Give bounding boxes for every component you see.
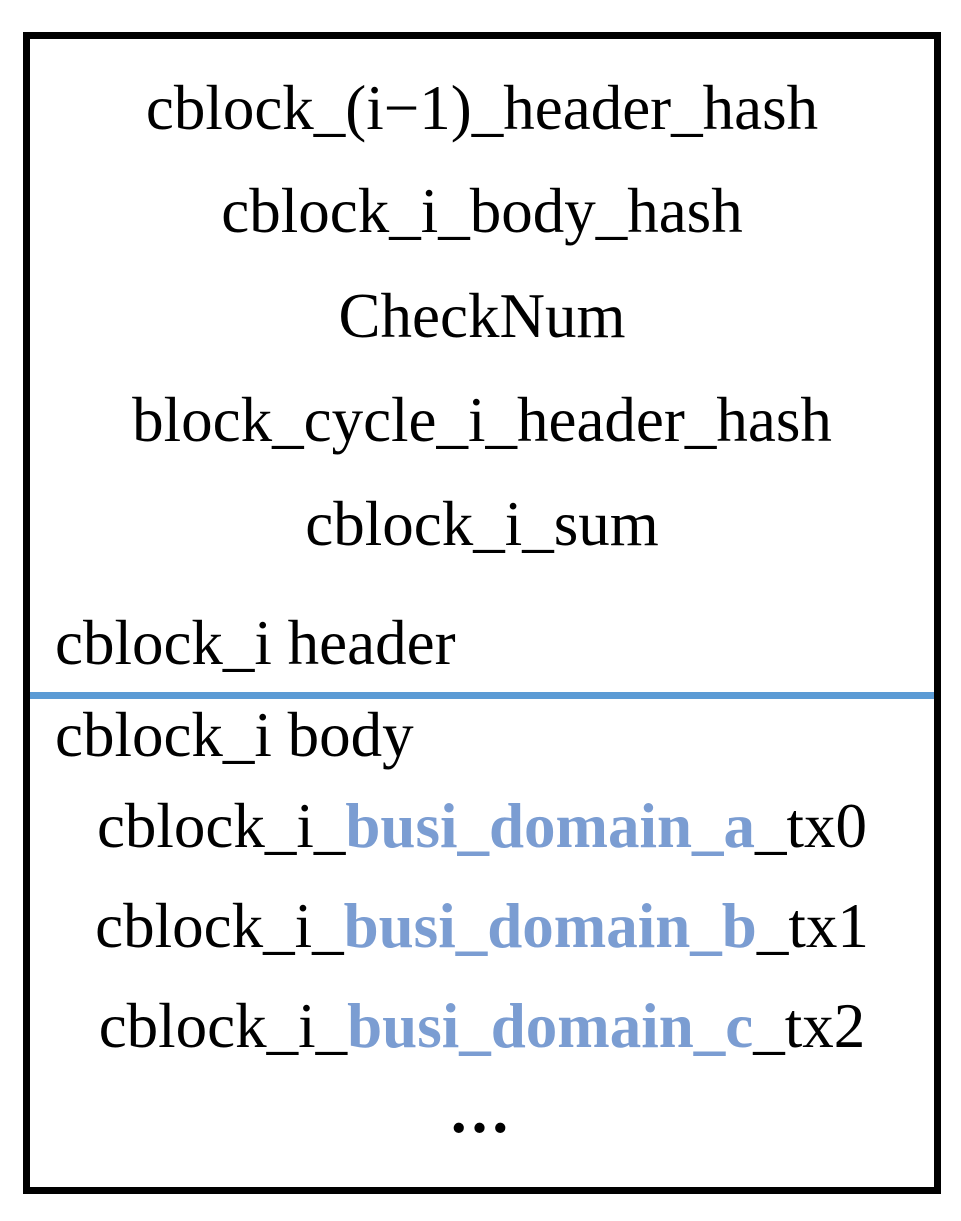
field-block-sum: cblock_i_sum	[305, 489, 659, 559]
tx-row-2: cblock_i_busi_domain_c_tx2	[30, 995, 934, 1058]
more-transactions-ellipsis: ...	[450, 1076, 514, 1146]
field-body-hash: cblock_i_body_hash	[221, 176, 743, 246]
tx-suffix: _tx1	[756, 891, 869, 961]
field-checknum: CheckNum	[338, 281, 626, 351]
tx-busi-domain: busi_domain_b	[343, 891, 757, 961]
tx-prefix: cblock_i_	[95, 891, 344, 961]
tx-row-0: cblock_i_busi_domain_a_tx0	[30, 795, 934, 858]
body-section-label: cblock_i body	[55, 700, 414, 770]
header-section-label: cblock_i header	[55, 608, 456, 678]
field-prev-block-header-hash: cblock_(i−1)_header_hash	[145, 73, 819, 143]
tx-prefix: cblock_i_	[98, 991, 348, 1061]
tx-busi-domain: busi_domain_a	[345, 791, 756, 861]
tx-suffix: _tx2	[753, 991, 866, 1061]
tx-suffix: _tx0	[755, 791, 868, 861]
tx-row-1: cblock_i_busi_domain_b_tx1	[30, 895, 934, 958]
tx-busi-domain: busi_domain_c	[347, 991, 754, 1061]
tx-prefix: cblock_i_	[96, 791, 346, 861]
field-block-cycle-header-hash: block_cycle_i_header_hash	[132, 385, 832, 455]
header-body-divider-line	[30, 692, 934, 699]
cblock-box: cblock_(i−1)_header_hash cblock_i_body_h…	[23, 32, 941, 1194]
